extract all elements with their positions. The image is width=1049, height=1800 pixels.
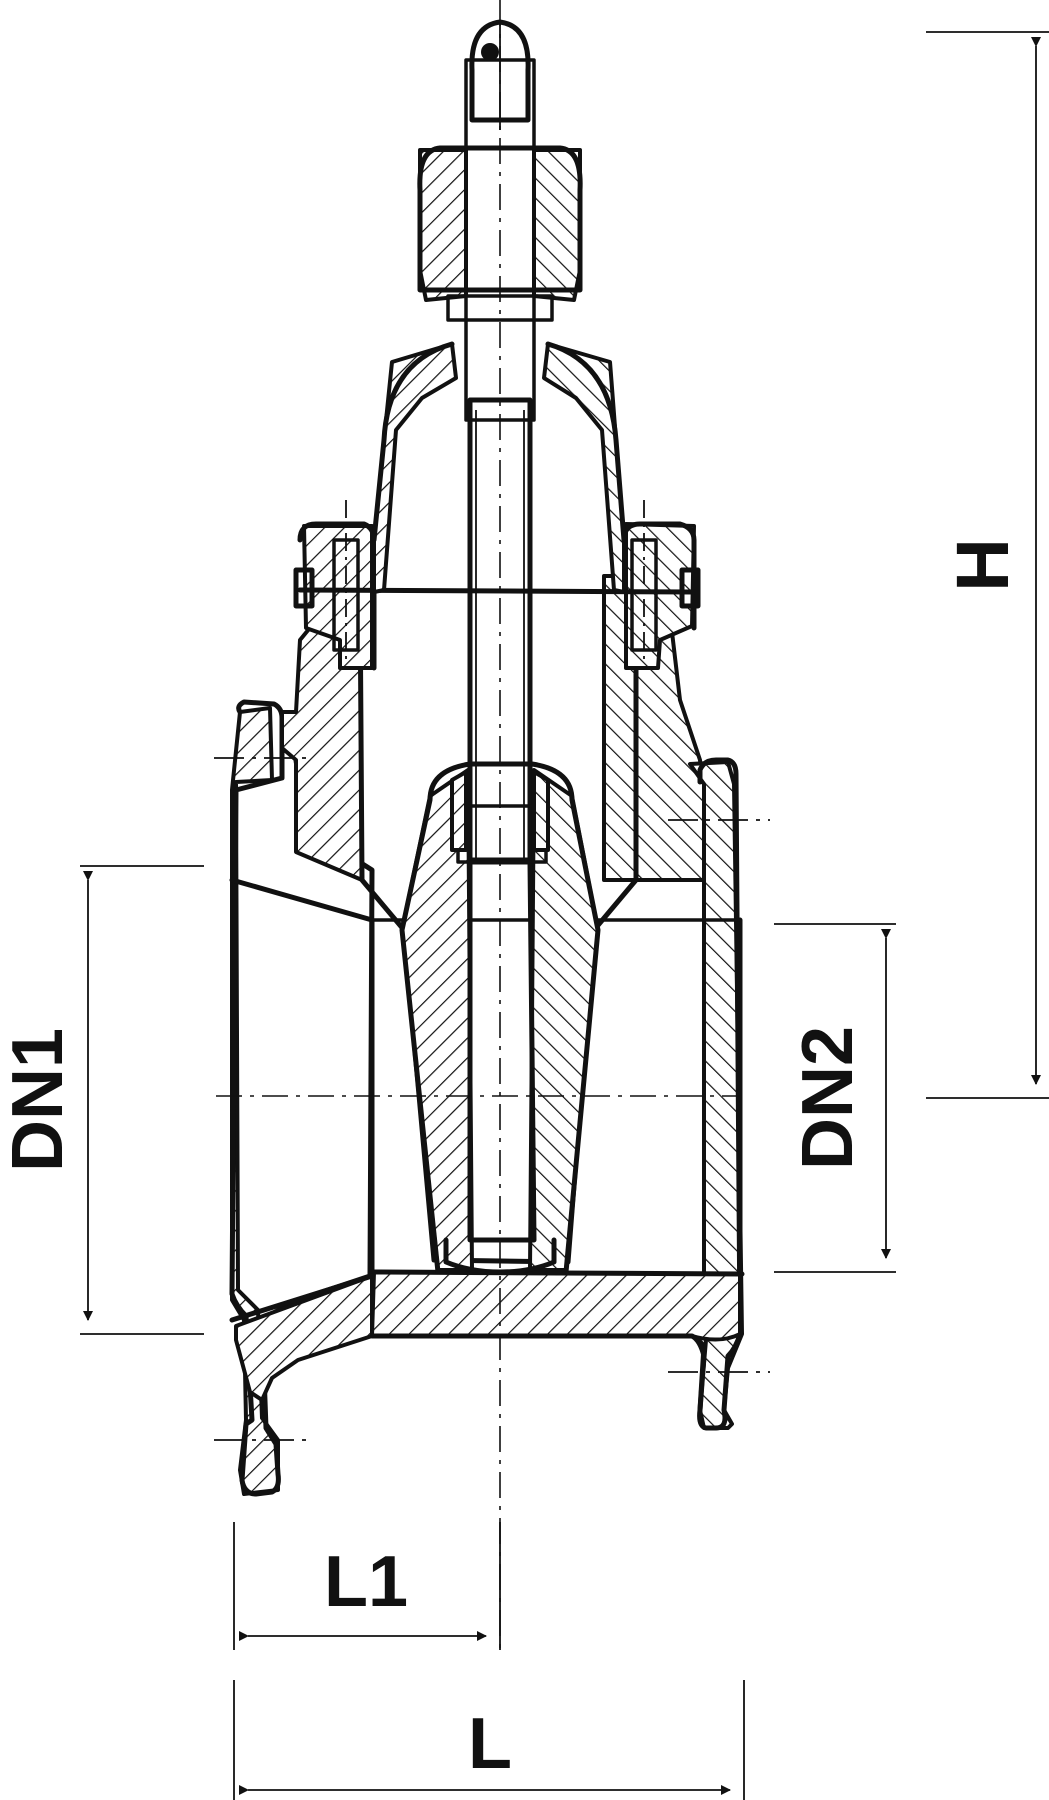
wedge-seal [443,1237,557,1275]
dn1-label: DN1 [0,1028,78,1172]
gland-right [532,148,582,302]
dn2-label: DN2 [788,1026,868,1170]
gland-outline [417,145,583,293]
h-label: H [941,538,1024,591]
l-label: L [468,1704,512,1784]
dimensions: H DN1 DN2 L1 L [0,31,1049,1800]
l1-label: L1 [324,1542,408,1622]
operating-cap [469,19,531,123]
right-bonnet-flange [624,522,696,670]
left-lower-transition [234,1274,374,1402]
wedge-outline [399,761,601,1275]
cap-pin [481,43,499,61]
valve-body [229,19,745,1497]
right-flange-outline [689,757,743,1431]
left-bonnet-flange [302,524,374,670]
gland-left [418,148,468,302]
left-flange-outline [229,699,375,1497]
bonnet-right [542,342,626,594]
right-nut [679,567,701,609]
bottom-body-wall [370,1270,742,1342]
left-nut [293,567,315,609]
cavity-outline [357,585,639,1265]
bonnet-left [372,342,458,594]
center-lines [214,0,770,1650]
